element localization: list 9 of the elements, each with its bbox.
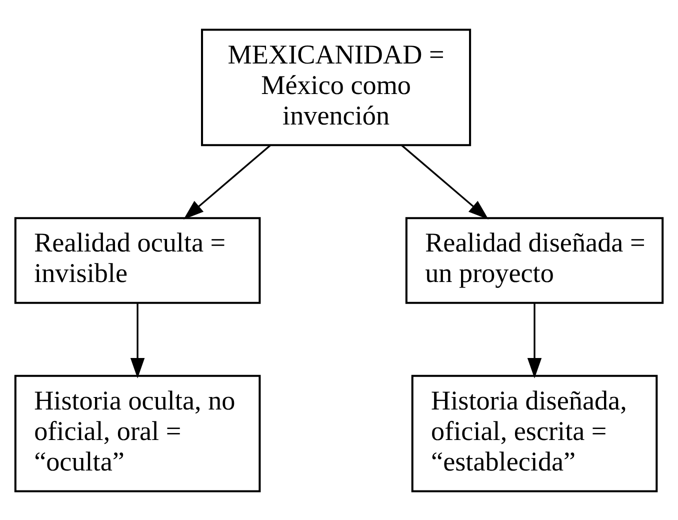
arrow xyxy=(130,302,145,378)
node-box: Realidad diseñada = un proyecto xyxy=(405,216,664,304)
arrow xyxy=(401,144,489,220)
arrow xyxy=(527,302,542,378)
node-box: Historia diseñada, oficial, escrita = “establecida” xyxy=(411,374,658,492)
arrow xyxy=(183,144,272,220)
node-box: MEXICANIDAD = México como invención xyxy=(201,28,472,146)
node-box: Historia oculta, no oficial, oral = “oculta” xyxy=(14,374,261,492)
node-box: Realidad oculta = invisible xyxy=(14,216,261,304)
